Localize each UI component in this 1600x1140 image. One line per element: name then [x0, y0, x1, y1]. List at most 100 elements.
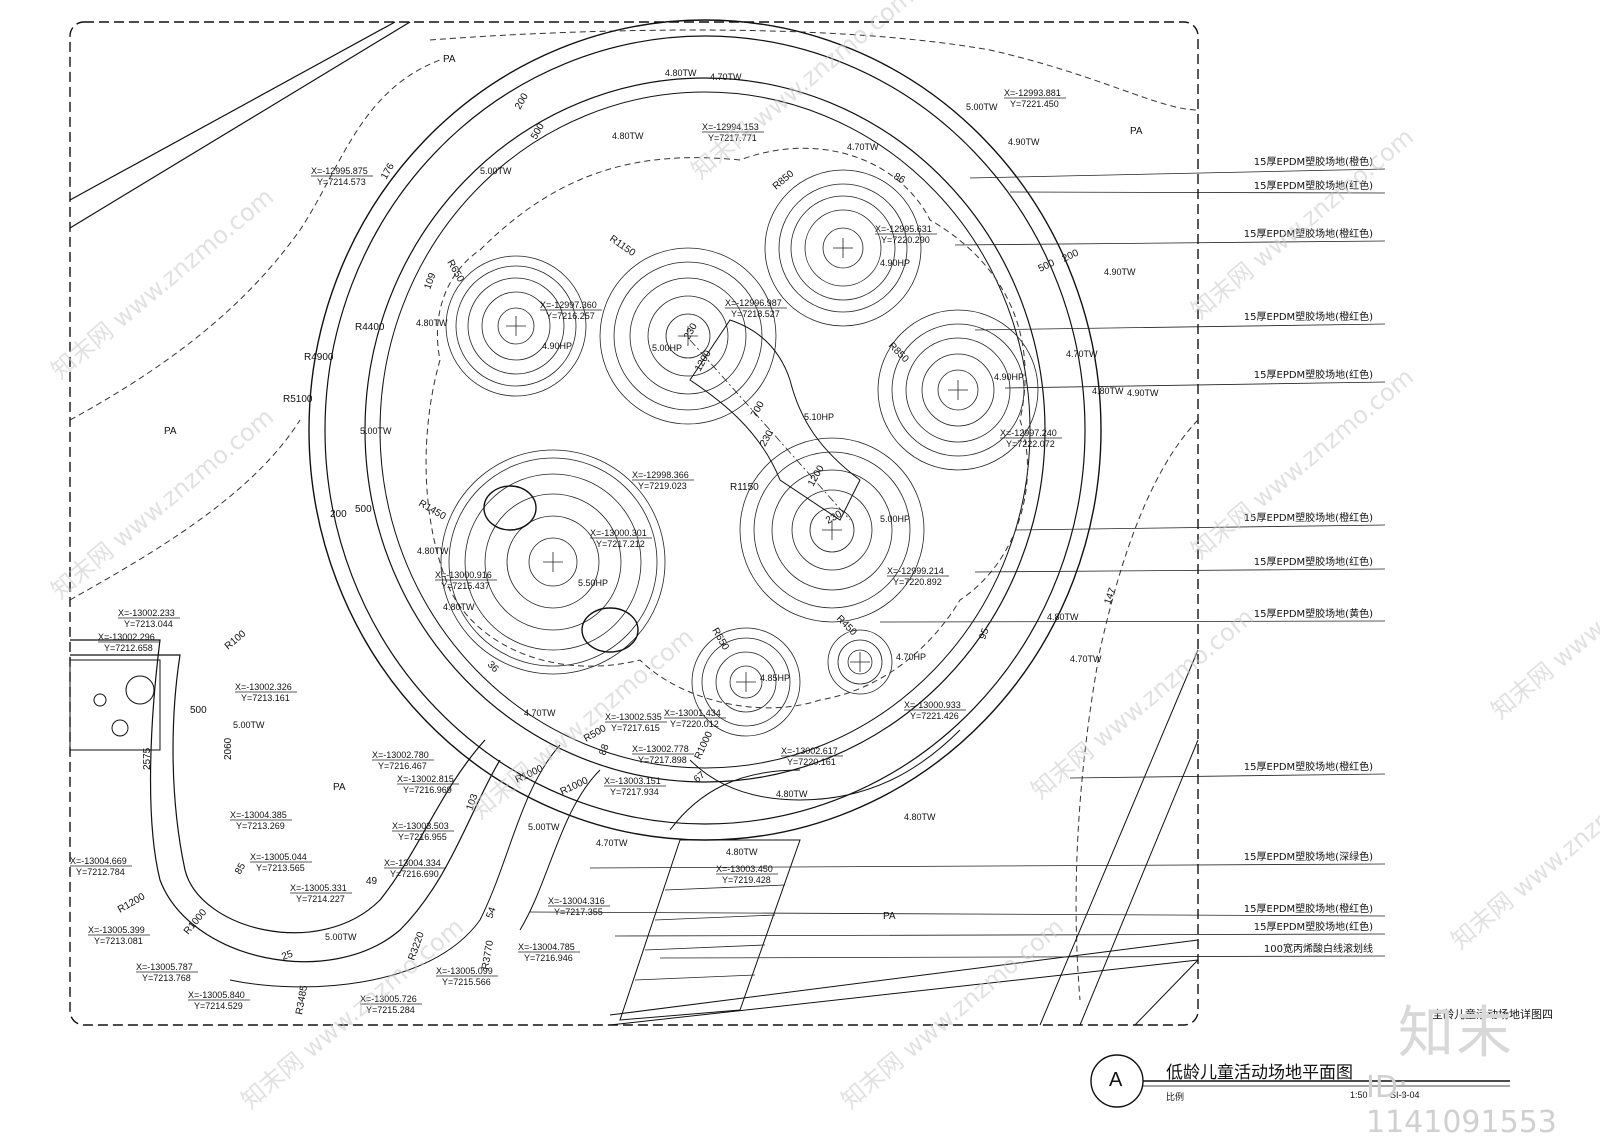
legend-leader-lines: [70, 97, 1386, 1005]
watermark-text: 知末网 www.znzmo.com: [46, 403, 279, 605]
dimension-label: 176: [379, 161, 397, 181]
brand-logo: 知末: [1398, 1001, 1514, 1066]
coordinate-y: Y=7212.784: [76, 867, 125, 877]
legend-label: 15厚EPDM塑胶场地(深绿色): [1244, 850, 1373, 863]
radius-label: R1200: [116, 891, 147, 915]
coordinate-x: X=-13000.301: [590, 528, 647, 538]
coordinate-y: Y=7215.437: [441, 581, 490, 591]
dimension-label: 36: [485, 659, 501, 675]
coordinate-x: X=-13003.503: [392, 821, 449, 831]
road-edge-line: [69, 21, 396, 201]
dimension-label: 25: [280, 949, 295, 963]
watermark-text: 知末网 www.znzmo.com: [1026, 603, 1259, 805]
elevation-tag: 5.50HP: [578, 578, 608, 588]
mound-groups: [440, 169, 1039, 737]
legend-label: 15厚EPDM塑胶场地(橙红色): [1244, 760, 1373, 773]
watermark-text: 知末网 www.znzmo.com: [1486, 523, 1600, 725]
radius-label: R1450: [417, 498, 448, 522]
coordinate-x: X=-13000.933: [904, 700, 961, 710]
dimension-label: 86: [892, 171, 908, 186]
planting-boundary: [1075, 419, 1199, 1001]
coordinate-y: Y=7217.212: [596, 539, 645, 549]
elevation-tag: 5.00TW: [325, 932, 357, 942]
dimension-label: 95: [977, 626, 991, 641]
planting-boundary: [69, 419, 301, 601]
dimension-label: 230: [758, 428, 776, 448]
dimension-label: 200: [1061, 248, 1081, 265]
elevation-tag: 4.80TW: [1047, 612, 1079, 622]
coordinate-x: X=-13002.778: [632, 744, 689, 754]
legend-label: 15厚EPDM塑胶场地(橙色): [1254, 155, 1373, 168]
coordinate-x: X=-13003.450: [716, 864, 773, 874]
coordinate-x: X=-13002.815: [397, 774, 454, 784]
coordinate-x: X=-13005.331: [290, 883, 347, 893]
coordinate-x: X=-13004.669: [70, 856, 127, 866]
radius-label: R4900: [304, 352, 334, 363]
radius-label: R1000: [182, 907, 210, 937]
title-block: [1090, 1054, 1510, 1108]
watermark-text: 知末网 www.znzmo.com: [836, 913, 1069, 1115]
elevation-tag: 4.90HP: [994, 372, 1024, 382]
elevation-tag: 4.80TW: [904, 812, 936, 822]
elevation-tag: 4.90TW: [1008, 137, 1040, 147]
radius-label: R100: [223, 628, 249, 652]
coordinate-x: X=-12995.875: [311, 166, 368, 176]
dimension-label: 500: [355, 504, 372, 515]
coordinate-y: Y=7221.426: [910, 711, 959, 721]
mound-outline: [425, 147, 1028, 709]
road-edge-line: [1134, 959, 1199, 1026]
elevation-tag: 5.10HP: [804, 412, 834, 422]
coordinate-y: Y=7216.946: [524, 953, 573, 963]
dimension-label: 500: [190, 705, 207, 716]
dimension-label: 88: [597, 742, 611, 757]
elevation-tag: 4.90HP: [542, 341, 572, 351]
road-edge-line: [69, 21, 411, 229]
elevation-tag: 5.00TW: [528, 822, 560, 832]
coordinate-y: Y=7217.934: [610, 787, 659, 797]
elevation-tag: 5.00HP: [652, 343, 682, 353]
elevation-tag: 5.00HP: [880, 514, 910, 524]
planting-boundary: [69, 59, 441, 421]
coordinate-y: Y=7222.072: [1006, 439, 1055, 449]
elevation-tag: 5.00TW: [966, 102, 998, 112]
elevation-tag: 4.70TW: [710, 72, 742, 82]
dimension-label: 85: [233, 861, 248, 877]
coordinate-y: Y=7214.529: [194, 1001, 243, 1011]
legend-label: 15厚EPDM塑胶场地(黄色): [1254, 607, 1373, 620]
watermark-text: 知末网 www.znzmo.com: [46, 183, 279, 385]
coordinate-y: Y=7212.658: [104, 643, 153, 653]
coordinate-y: Y=7213.081: [94, 936, 143, 946]
coordinate-y: Y=7215.566: [442, 977, 491, 987]
elevation-tag: 4.70HP: [896, 652, 926, 662]
id-label: ID: 1141091553: [1366, 1070, 1557, 1140]
coordinate-x: X=-13005.840: [188, 990, 245, 1000]
area-label-pa: PA: [443, 54, 456, 65]
area-label-pa: PA: [883, 911, 896, 922]
coordinate-x: X=-13004.785: [518, 942, 575, 952]
coordinate-x: X=-13002.326: [235, 682, 292, 692]
dimension-label: 700: [749, 399, 767, 419]
stepping-stone: [581, 607, 639, 653]
coordinate-y: Y=7221.450: [1010, 99, 1059, 109]
coordinate-x: X=-13005.787: [136, 962, 193, 972]
coordinate-y: Y=7216.955: [398, 832, 447, 842]
dimension-label: 1200: [693, 348, 714, 373]
dimension-label: 147: [1102, 586, 1118, 606]
elevation-tag: 4.70TW: [524, 708, 556, 718]
coordinate-x: X=-13002.780: [372, 750, 429, 760]
elevation-tag: 4.80TW: [443, 602, 475, 612]
bridge-connector: [689, 319, 861, 521]
elevation-tag: 4.70TW: [1066, 349, 1098, 359]
coordinate-x: X=-13005.399: [88, 925, 145, 935]
radius-label: R1150: [607, 233, 637, 259]
elevation-tag: 4.90TW: [1104, 267, 1136, 277]
elevation-tag: 4.85HP: [760, 673, 790, 683]
coordinate-y: Y=7215.284: [366, 1005, 415, 1015]
elevation-tag: 4.80TW: [1092, 386, 1124, 396]
watermark-text: 知末网 www.znzmo.com: [236, 913, 469, 1115]
dimension-label: 2575: [142, 747, 153, 770]
drawing-border: [69, 21, 1199, 1026]
dimension-label: 200: [513, 91, 531, 111]
scale-label: 比例: [1166, 1093, 1185, 1103]
radius-label: R3770: [480, 939, 496, 970]
